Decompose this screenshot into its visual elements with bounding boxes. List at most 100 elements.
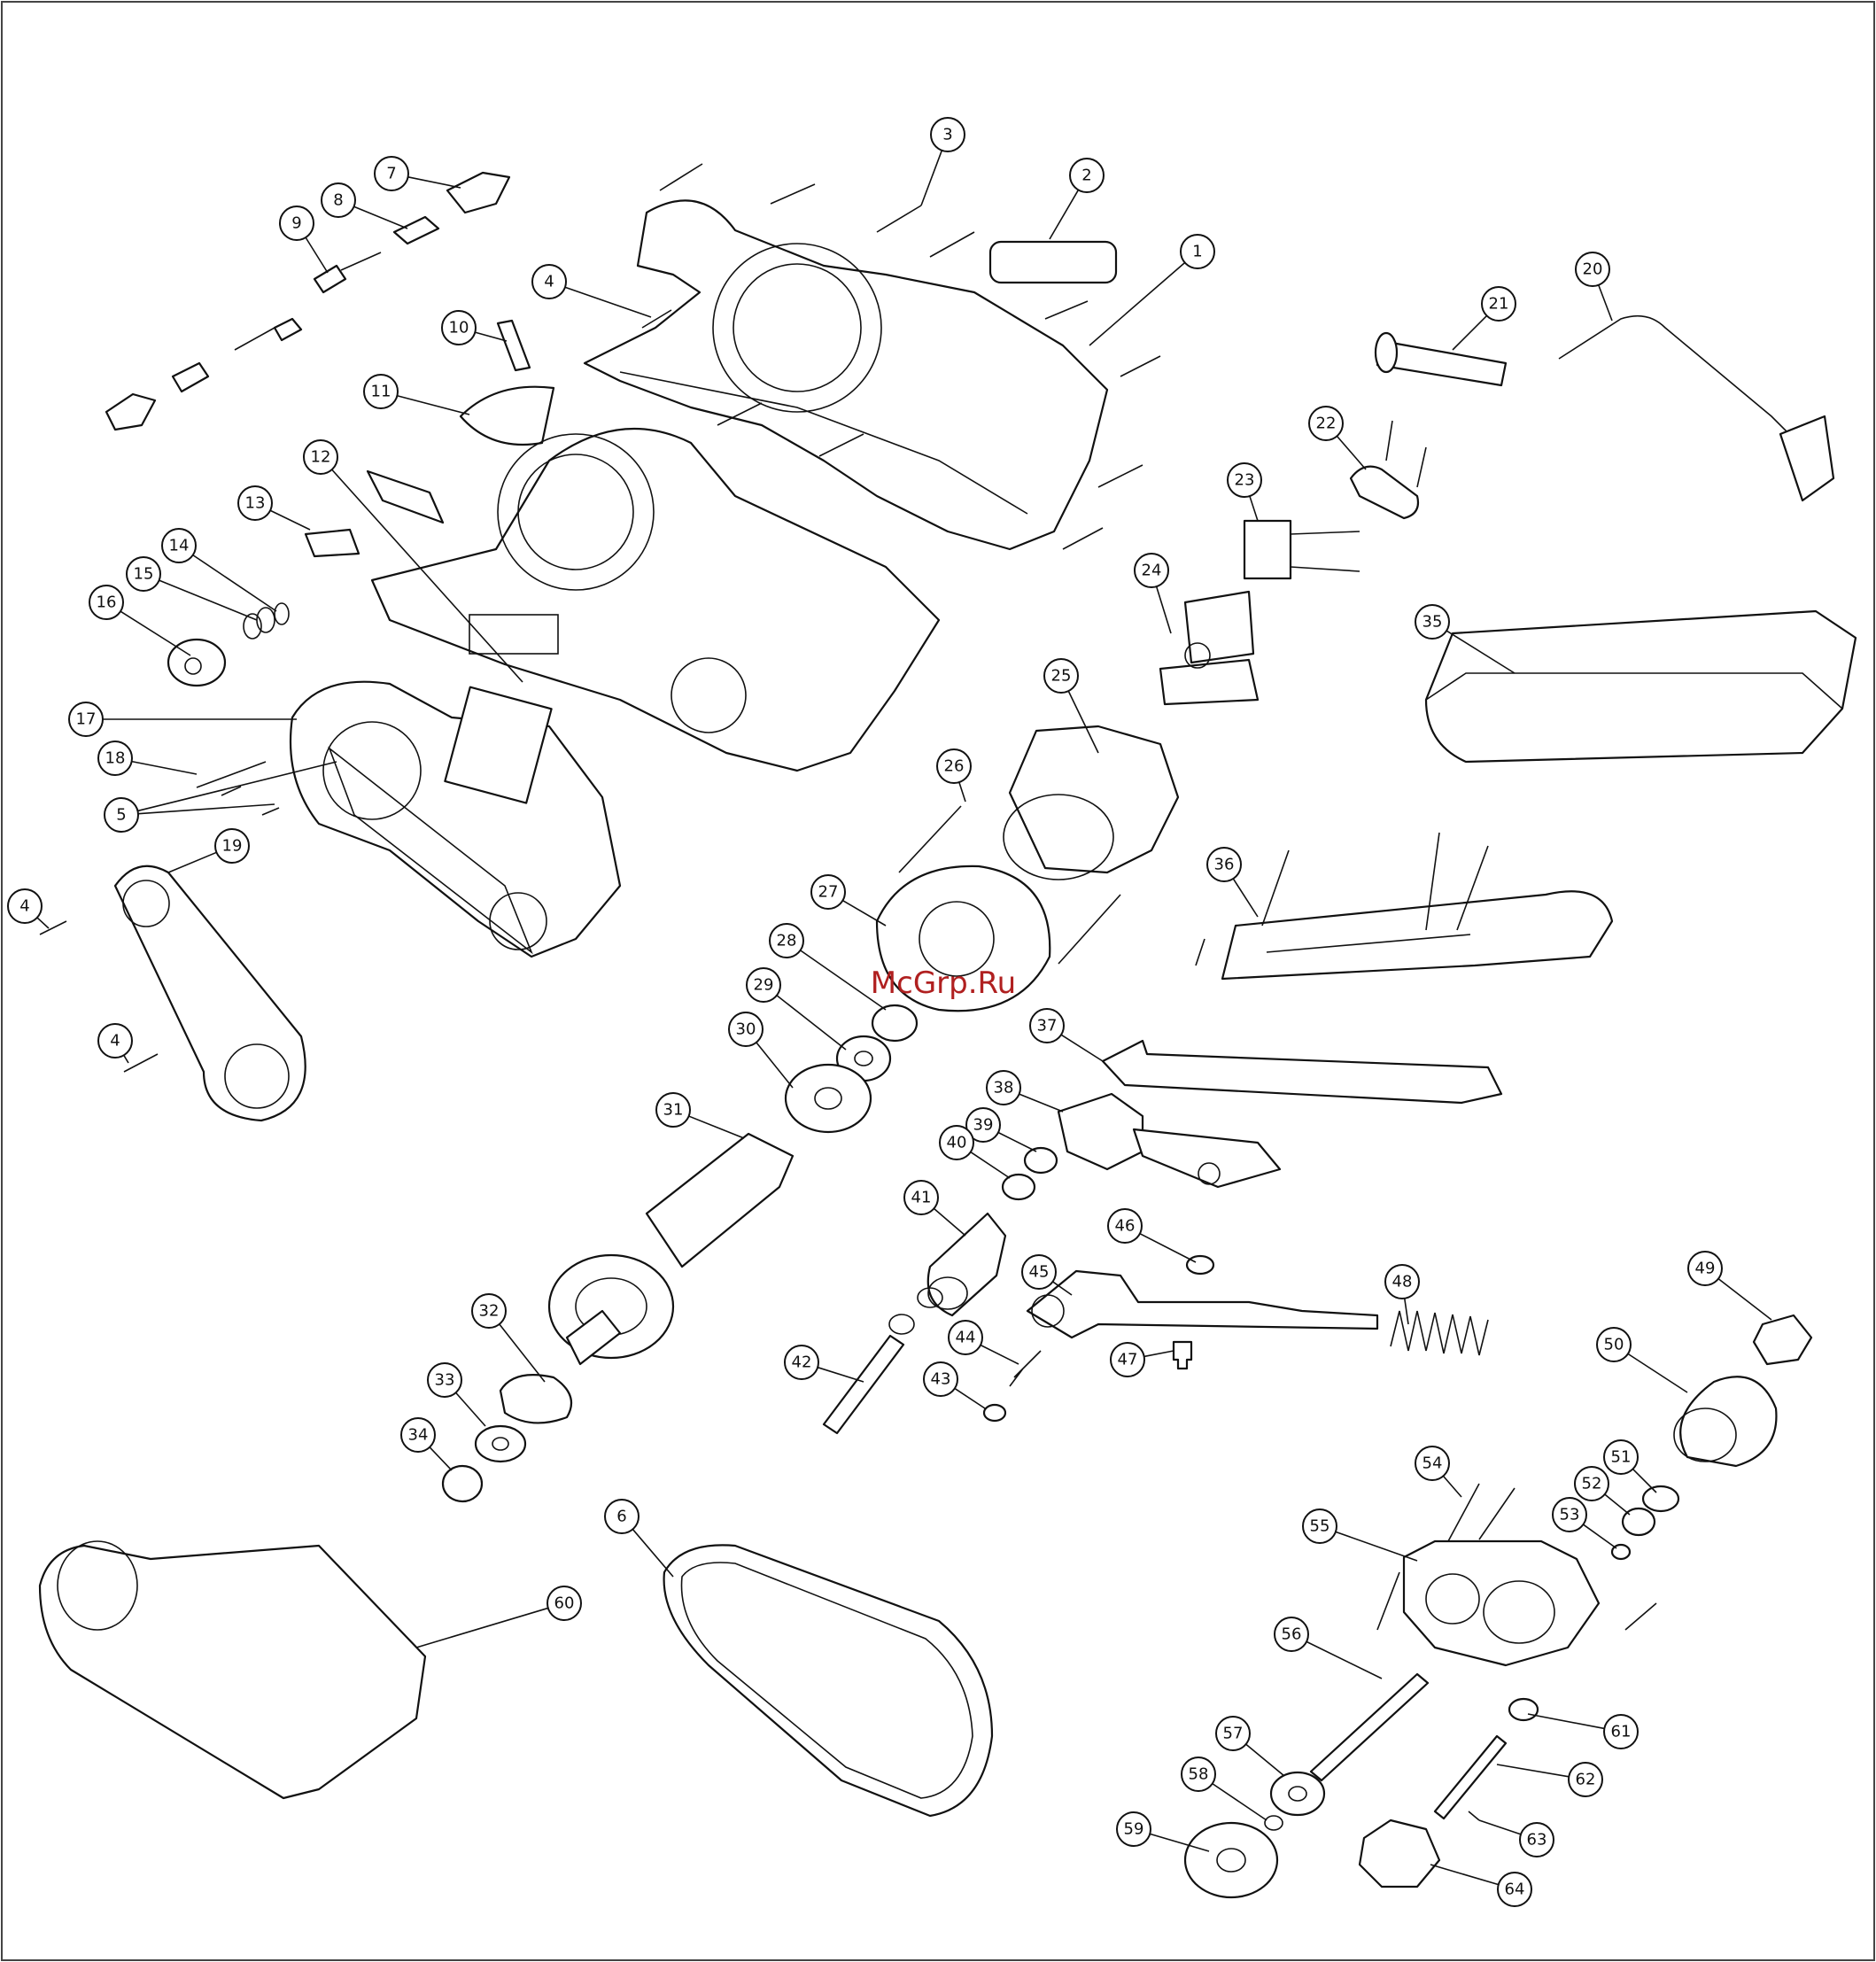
callout-label: 20 bbox=[1583, 260, 1603, 279]
callout-label: 47 bbox=[1118, 1351, 1138, 1369]
leader-line-c3 bbox=[921, 151, 942, 206]
part-41-sleeve bbox=[928, 1214, 1005, 1315]
leader-line-c62 bbox=[1497, 1764, 1569, 1777]
callout-c53: 53 bbox=[1553, 1498, 1586, 1532]
callout-c38: 38 bbox=[987, 1071, 1020, 1105]
callout-label: 46 bbox=[1115, 1217, 1136, 1236]
leader-line-c7 bbox=[408, 177, 461, 188]
callout-label: 26 bbox=[944, 757, 965, 776]
callout-c10: 10 bbox=[442, 311, 476, 345]
callout-c33: 33 bbox=[428, 1363, 461, 1397]
leader-line-c46 bbox=[1140, 1234, 1196, 1262]
leader-line-c13 bbox=[270, 510, 310, 530]
callout-label: 2 bbox=[1081, 167, 1091, 185]
part-24-switch bbox=[1160, 592, 1258, 704]
callout-c54: 54 bbox=[1415, 1446, 1449, 1480]
callout-c49: 49 bbox=[1688, 1252, 1722, 1285]
callout-label: 27 bbox=[818, 883, 839, 902]
callout-label: 52 bbox=[1582, 1475, 1602, 1493]
leader-line-c61 bbox=[1528, 1714, 1604, 1728]
callout-c4c: 4 bbox=[98, 1024, 132, 1058]
callout-c47: 47 bbox=[1111, 1343, 1144, 1377]
part-25-stator bbox=[1004, 726, 1178, 880]
part-54-screw-d bbox=[1625, 1603, 1656, 1630]
part-17-belt-cover bbox=[291, 682, 620, 957]
part-35-sanding-belt bbox=[1426, 611, 1856, 762]
callout-label: 45 bbox=[1029, 1263, 1050, 1282]
part-20-plug bbox=[1780, 416, 1833, 500]
leader-line-c24 bbox=[1157, 586, 1171, 633]
callout-c37: 37 bbox=[1030, 1009, 1064, 1043]
callout-c1: 1 bbox=[1181, 235, 1214, 268]
callout-c35: 35 bbox=[1415, 605, 1449, 639]
callout-c4b: 4 bbox=[8, 889, 42, 923]
callout-label: 34 bbox=[408, 1426, 429, 1445]
part-60-dust-bag bbox=[40, 1541, 425, 1798]
part-39-washer bbox=[1025, 1148, 1057, 1173]
callout-label: 28 bbox=[777, 932, 797, 950]
callout-c5: 5 bbox=[105, 798, 138, 832]
callout-c20: 20 bbox=[1576, 252, 1609, 286]
leader-line-c11 bbox=[397, 396, 469, 415]
part-64-knob bbox=[1360, 1820, 1439, 1887]
part-50-bearing-housing bbox=[1674, 1377, 1776, 1466]
callout-c60: 60 bbox=[547, 1586, 581, 1620]
leader-line-c20 bbox=[1599, 285, 1612, 321]
callout-label: 50 bbox=[1604, 1336, 1624, 1354]
callout-c32: 32 bbox=[472, 1294, 506, 1328]
callout-label: 19 bbox=[222, 837, 243, 856]
part-45-slide-plate bbox=[1027, 1271, 1377, 1338]
callout-c13: 13 bbox=[238, 486, 272, 520]
part-2-label-plate bbox=[990, 242, 1116, 283]
part-49-nut bbox=[1754, 1315, 1811, 1364]
callout-label: 54 bbox=[1423, 1454, 1443, 1473]
callout-label: 23 bbox=[1235, 471, 1255, 490]
callout-label: 55 bbox=[1310, 1517, 1330, 1536]
callout-label: 6 bbox=[616, 1508, 626, 1526]
leader-line-c19 bbox=[168, 852, 216, 872]
leader-line-c40 bbox=[971, 1152, 1010, 1178]
callout-label: 43 bbox=[931, 1370, 951, 1389]
part-48-spring bbox=[1391, 1311, 1488, 1355]
callout-label: 25 bbox=[1051, 667, 1072, 686]
leader-line-c14 bbox=[193, 555, 276, 611]
leader-line-c43 bbox=[955, 1388, 985, 1408]
part-54-screw-a bbox=[1448, 1484, 1479, 1541]
part-61-washer bbox=[1509, 1699, 1538, 1720]
part-63-small-pin bbox=[1469, 1811, 1479, 1820]
callout-label: 60 bbox=[554, 1594, 575, 1613]
part-drawings bbox=[40, 164, 1856, 1897]
part-30-washer bbox=[786, 1065, 871, 1132]
callout-label: 21 bbox=[1489, 295, 1509, 314]
part-14-15-16-knob-assembly bbox=[168, 603, 289, 686]
leader-line-c58 bbox=[1213, 1784, 1267, 1820]
callout-label: 4 bbox=[110, 1032, 120, 1051]
part-33-washer bbox=[476, 1426, 525, 1462]
leader-line-c18 bbox=[132, 762, 197, 774]
leader-line-c4a bbox=[565, 287, 651, 317]
callout-c36: 36 bbox=[1207, 848, 1241, 881]
leader-line-c63 bbox=[1479, 1820, 1521, 1834]
callout-c12: 12 bbox=[304, 440, 337, 474]
leader-line-c33 bbox=[456, 1392, 485, 1426]
callout-label: 7 bbox=[386, 165, 396, 183]
part-55-gearbox-cover bbox=[1404, 1541, 1599, 1665]
callout-label: 3 bbox=[942, 126, 952, 144]
leader-line-c49 bbox=[1718, 1279, 1771, 1320]
callout-c48: 48 bbox=[1385, 1265, 1419, 1299]
callout-label: 24 bbox=[1142, 562, 1162, 580]
leader-line-c8 bbox=[354, 206, 407, 229]
callout-label: 58 bbox=[1189, 1765, 1209, 1784]
part-43-washer bbox=[984, 1405, 1005, 1421]
callout-c9: 9 bbox=[280, 206, 314, 240]
part-31-armature bbox=[549, 1134, 793, 1364]
part-56-drive-shaft bbox=[1311, 1674, 1428, 1780]
leader-line-c52 bbox=[1605, 1494, 1630, 1515]
callout-c26: 26 bbox=[937, 749, 971, 783]
leader-line-c55 bbox=[1336, 1532, 1417, 1561]
leader-line-c16 bbox=[120, 611, 190, 655]
callout-c27: 27 bbox=[811, 875, 845, 909]
part-37-spring-plate bbox=[1103, 1041, 1501, 1103]
callout-label: 36 bbox=[1214, 856, 1235, 874]
